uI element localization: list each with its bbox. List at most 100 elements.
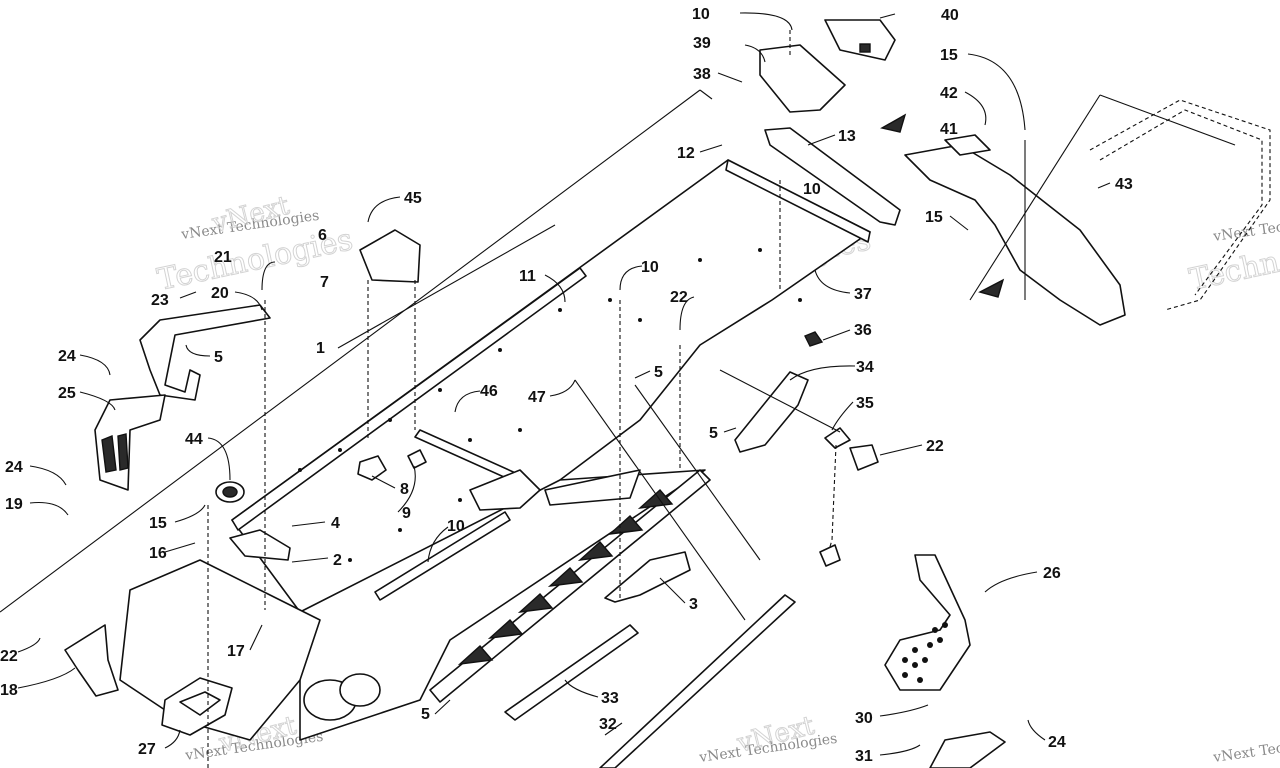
callout-25: 25 bbox=[58, 385, 76, 402]
callout-5: 5 bbox=[709, 425, 718, 442]
direction-arrow bbox=[978, 278, 1005, 298]
bracket-plate bbox=[407, 449, 427, 469]
callout-26: 26 bbox=[1043, 565, 1061, 582]
callout-16: 16 bbox=[149, 545, 167, 562]
callout-47: 47 bbox=[528, 389, 546, 406]
clip-36 bbox=[804, 331, 824, 347]
callout-22: 22 bbox=[0, 648, 18, 665]
callout-21: 21 bbox=[214, 249, 232, 266]
footrest-bracket bbox=[544, 469, 641, 506]
reflector-42 bbox=[944, 134, 991, 156]
rear-bracket bbox=[469, 469, 541, 511]
callout-2: 2 bbox=[333, 552, 342, 569]
callout-43: 43 bbox=[1115, 176, 1133, 193]
callout-18: 18 bbox=[0, 682, 18, 699]
leader-line bbox=[1099, 94, 1236, 146]
callout-27: 27 bbox=[138, 741, 156, 758]
callout-6: 6 bbox=[318, 227, 327, 244]
callout-38: 38 bbox=[693, 66, 711, 83]
callout-39: 39 bbox=[693, 35, 711, 52]
callout-5: 5 bbox=[654, 364, 663, 381]
rail-32 bbox=[599, 594, 796, 768]
assembly-lines bbox=[207, 30, 1026, 768]
rear-grab-assembly bbox=[904, 94, 1271, 326]
callout-31: 31 bbox=[855, 748, 873, 765]
grab-bar-outline bbox=[1089, 99, 1271, 311]
callout-10: 10 bbox=[447, 518, 465, 535]
bracket-18 bbox=[64, 624, 119, 697]
grab-bar-outline bbox=[1099, 109, 1263, 296]
callout-labels: 10 40 39 38 15 42 41 12 13 10 43 15 45 6… bbox=[0, 6, 1133, 765]
footrest-cutouts bbox=[457, 488, 674, 665]
callout-34: 34 bbox=[856, 359, 874, 376]
callout-23: 23 bbox=[151, 292, 169, 309]
tunnel-slot bbox=[374, 511, 511, 601]
direction-arrow bbox=[880, 113, 907, 133]
callout-22: 22 bbox=[670, 289, 688, 306]
hitch-top bbox=[824, 427, 851, 449]
bracket-3 bbox=[604, 551, 691, 603]
bumper-bracket-39 bbox=[759, 44, 846, 113]
callout-10: 10 bbox=[641, 259, 659, 276]
callout-8: 8 bbox=[400, 481, 409, 498]
callout-15: 15 bbox=[925, 209, 943, 226]
callout-3: 3 bbox=[689, 596, 698, 613]
callout-24: 24 bbox=[1048, 734, 1066, 751]
skid-plate bbox=[884, 554, 971, 691]
rivet-holes bbox=[298, 248, 802, 562]
callout-10: 10 bbox=[803, 181, 821, 198]
callout-5: 5 bbox=[214, 349, 223, 366]
callout-45: 45 bbox=[404, 190, 422, 207]
callout-1: 1 bbox=[316, 340, 325, 357]
front-bulkhead bbox=[119, 559, 321, 741]
callout-11: 11 bbox=[519, 268, 536, 285]
callout-24: 24 bbox=[5, 459, 23, 476]
tunnel-assembly bbox=[0, 89, 871, 741]
callout-44: 44 bbox=[185, 431, 203, 448]
callout-46: 46 bbox=[480, 383, 498, 400]
rear-rail-13 bbox=[764, 127, 901, 226]
callout-17: 17 bbox=[227, 643, 245, 660]
callout-13: 13 bbox=[838, 128, 856, 145]
callout-5: 5 bbox=[421, 706, 430, 723]
hitch-chain bbox=[825, 444, 837, 561]
grommet-inner bbox=[222, 486, 238, 498]
upper-left-bracket bbox=[94, 304, 271, 491]
callout-42: 42 bbox=[940, 85, 958, 102]
callout-37: 37 bbox=[854, 286, 872, 303]
rail-33 bbox=[504, 624, 639, 721]
grommet-44 bbox=[215, 481, 245, 503]
callout-15: 15 bbox=[149, 515, 167, 532]
bracket-tube bbox=[139, 304, 271, 401]
bumper-bracket-40 bbox=[824, 19, 896, 61]
bracket-plate bbox=[357, 455, 387, 481]
tunnel-left-rail bbox=[231, 267, 587, 531]
hitch-bottom bbox=[819, 544, 841, 567]
tunnel-outline-line bbox=[0, 89, 713, 613]
cover-27-recess bbox=[179, 691, 221, 716]
callout-41: 41 bbox=[940, 121, 958, 138]
cover-plate-2 bbox=[229, 529, 291, 561]
callout-36: 36 bbox=[854, 322, 872, 339]
running-board bbox=[299, 469, 706, 741]
callout-20: 20 bbox=[211, 285, 229, 302]
callout-22: 22 bbox=[926, 438, 944, 455]
watermark-text: vNext Technologies bbox=[1211, 731, 1280, 766]
callout-leaders bbox=[17, 12, 1111, 756]
leader-line bbox=[969, 94, 1101, 301]
bracket-7 bbox=[359, 229, 421, 283]
tunnel-rear-edge bbox=[725, 159, 871, 243]
lower-bracket-31 bbox=[929, 731, 1006, 768]
bulkhead-opening bbox=[339, 673, 381, 707]
callout-15: 15 bbox=[940, 47, 958, 64]
bumper-clip bbox=[859, 43, 871, 53]
callout-7: 7 bbox=[320, 274, 329, 291]
callout-33: 33 bbox=[601, 690, 619, 707]
rear-flap-body bbox=[904, 144, 1126, 326]
callout-35: 35 bbox=[856, 395, 874, 412]
hitch-plate bbox=[849, 444, 879, 471]
bracket-34 bbox=[734, 371, 809, 453]
callout-40: 40 bbox=[941, 7, 959, 24]
